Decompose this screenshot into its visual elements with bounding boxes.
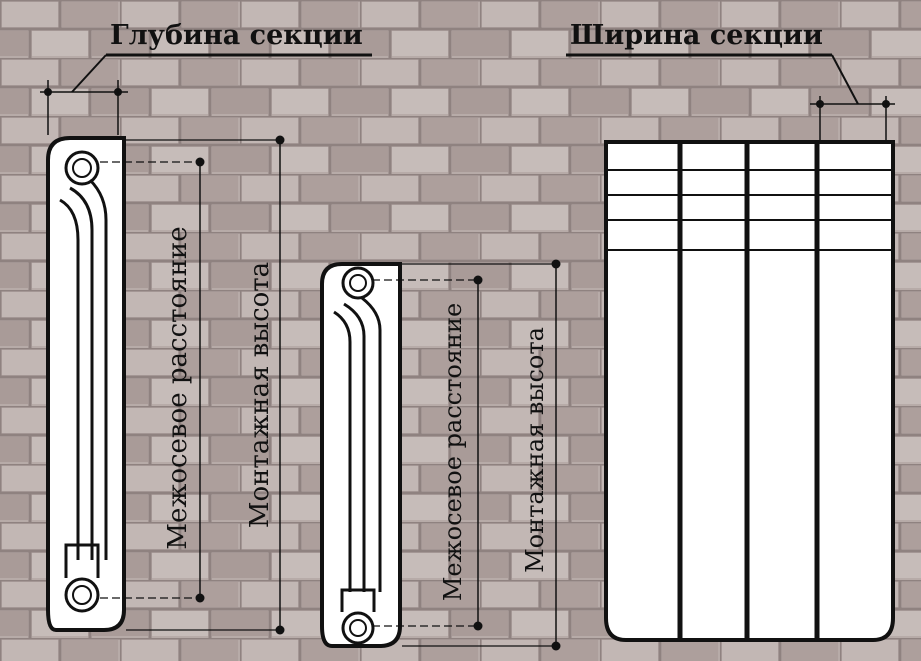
mounting-height-label-large: Монтажная высота xyxy=(245,262,275,528)
section-depth-callout: Глубина секции xyxy=(40,20,372,135)
section-depth-label: Глубина секции xyxy=(110,20,363,51)
mounting-height-label-small: Монтажная высота xyxy=(521,327,549,573)
radiator-section-dividers xyxy=(677,142,820,640)
radiator-side-view-large: Межосевое расстояние Монтажная высота xyxy=(46,135,285,635)
radiator-side-view-small: Межосевое расстояние Монтажная высота xyxy=(320,259,561,651)
center-distance-label-small: Межосевое расстояние xyxy=(439,303,467,601)
center-distance-label-large: Межосевое расстояние xyxy=(163,226,193,549)
radiator-front-view xyxy=(604,140,895,642)
radiator-fins xyxy=(606,169,893,251)
section-width-callout: Ширина секции xyxy=(566,20,895,140)
section-width-label: Ширина секции xyxy=(570,20,823,51)
